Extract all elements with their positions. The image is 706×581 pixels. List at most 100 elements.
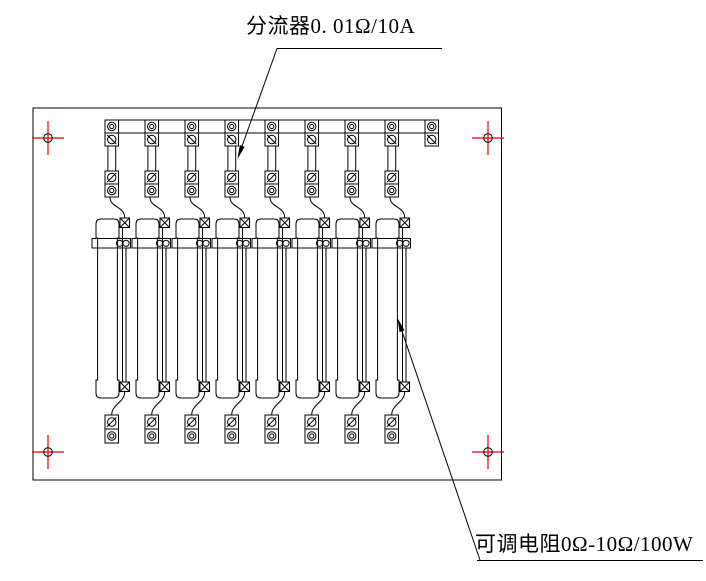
slider-screw: [282, 239, 290, 247]
resistor-tube: [175, 218, 200, 399]
screw-slot: [186, 134, 197, 145]
screw-slot: [346, 134, 357, 145]
rheostat-leader-line: [398, 320, 481, 561]
wire-lug-x: [399, 381, 410, 392]
screw-terminal-icon: [267, 417, 277, 427]
slider-band: [171, 238, 211, 249]
hookup-wire: [231, 391, 246, 416]
slider-band: [291, 238, 331, 249]
wire-lug-x: [279, 381, 290, 392]
wire-lug-icon: [399, 217, 410, 228]
hookup-wire: [349, 196, 366, 219]
hole-circle: [43, 133, 53, 143]
panel-outline: [32, 107, 502, 481]
eyelet-terminal-icon: [429, 123, 435, 130]
terminal-square: [224, 428, 239, 444]
shunt-assembly-4: [224, 119, 246, 219]
screw-slot: [266, 134, 277, 145]
eyelet-terminal-icon: [349, 123, 355, 130]
eyelet-terminal-icon: [269, 123, 275, 130]
shunt-leader-line: [238, 48, 278, 157]
shunt-assembly-1: [104, 119, 126, 219]
bottom-terminal-block-5: [264, 414, 279, 444]
wire-lug-x: [399, 217, 410, 228]
eyelet-terminal-icon: [387, 185, 397, 196]
rheostat-annotation-leader: [397, 318, 703, 561]
eyelet-terminal-icon: [187, 185, 197, 196]
hookup-wire: [309, 196, 326, 219]
eyelet-terminal-icon: [189, 187, 195, 194]
shunt-assembly-7: [344, 119, 366, 219]
screw-slot: [106, 172, 117, 183]
terminal-square: [184, 183, 199, 198]
terminal-square: [384, 428, 399, 444]
shunt-assembly-3: [184, 119, 206, 219]
eyelet-terminal-icon: [387, 431, 397, 441]
terminal-square: [144, 183, 159, 198]
shunt-bar-body: [307, 145, 317, 172]
adjustable-resistor-2: [131, 217, 171, 416]
eyelet-terminal-icon: [309, 187, 315, 194]
screw-terminal-icon: [267, 134, 277, 145]
slider-band: [371, 238, 411, 249]
eyelet-terminal-icon: [147, 431, 157, 441]
resistor-tube: [335, 218, 360, 399]
screw-slot: [266, 417, 277, 427]
shunt-bar-body: [267, 145, 277, 172]
eyelet-terminal-icon: [227, 121, 237, 132]
eyelet-terminal-icon: [389, 123, 395, 130]
slider-band: [131, 238, 171, 249]
eyelet-terminal-icon: [349, 433, 355, 439]
screw-slot: [106, 134, 117, 145]
adjustable-resistor-8: [371, 217, 411, 416]
screw-terminal-icon: [347, 134, 357, 145]
wire-lug-icon: [159, 217, 170, 228]
wire-lug-x: [199, 381, 210, 392]
screw-slot: [226, 134, 237, 145]
shunt-bar-body: [347, 145, 357, 172]
screw-slot: [186, 172, 197, 183]
screw-slot: [306, 134, 317, 145]
wire-lug-x: [119, 217, 130, 228]
bottom-terminal-block-8: [384, 414, 399, 444]
shunt-label: 分流器0. 01Ω/10A: [246, 14, 416, 38]
screw-terminal-icon: [307, 172, 317, 183]
eyelet-terminal-icon: [389, 433, 395, 439]
eyelet-terminal-icon: [227, 185, 237, 196]
eyelet-terminal-icon: [187, 431, 197, 441]
slider-screw: [242, 239, 250, 247]
resistor-tube: [95, 218, 120, 399]
hookup-wire: [191, 391, 206, 416]
screw-slot: [106, 417, 117, 427]
wire-lug-x: [319, 217, 330, 228]
bottom-terminal-block-7: [344, 414, 359, 444]
screw-slot: [226, 417, 237, 427]
slider-screw: [322, 239, 330, 247]
wire-lug-x: [119, 381, 130, 392]
busbar-end-terminal: [424, 119, 439, 147]
screw-slot: [386, 134, 397, 145]
eyelet-terminal-icon: [347, 121, 357, 132]
wire-lug-x: [199, 217, 210, 228]
wire-lug-x: [159, 217, 170, 228]
hookup-wire: [111, 391, 126, 416]
screw-terminal-icon: [187, 172, 197, 183]
wire-lug-x: [239, 217, 250, 228]
hookup-wire: [189, 196, 206, 219]
screw-terminal-icon: [107, 417, 117, 427]
slider-screw: [202, 239, 210, 247]
resistor-tube: [215, 218, 240, 399]
adjustable-resistor-6: [291, 217, 331, 416]
mounting-hole-bottom-left: [32, 435, 64, 469]
shunt-assembly-8: [384, 119, 406, 219]
screw-terminal-icon: [187, 417, 197, 427]
eyelet-terminal-icon: [269, 433, 275, 439]
wire-lug-icon: [199, 217, 210, 228]
eyelet-terminal-icon: [269, 187, 275, 194]
screw-terminal-icon: [227, 134, 237, 145]
terminal-square: [264, 428, 279, 444]
wire-lug-icon: [279, 217, 290, 228]
screw-terminal-icon: [347, 417, 357, 427]
mounting-hole-bottom-right: [472, 435, 504, 469]
